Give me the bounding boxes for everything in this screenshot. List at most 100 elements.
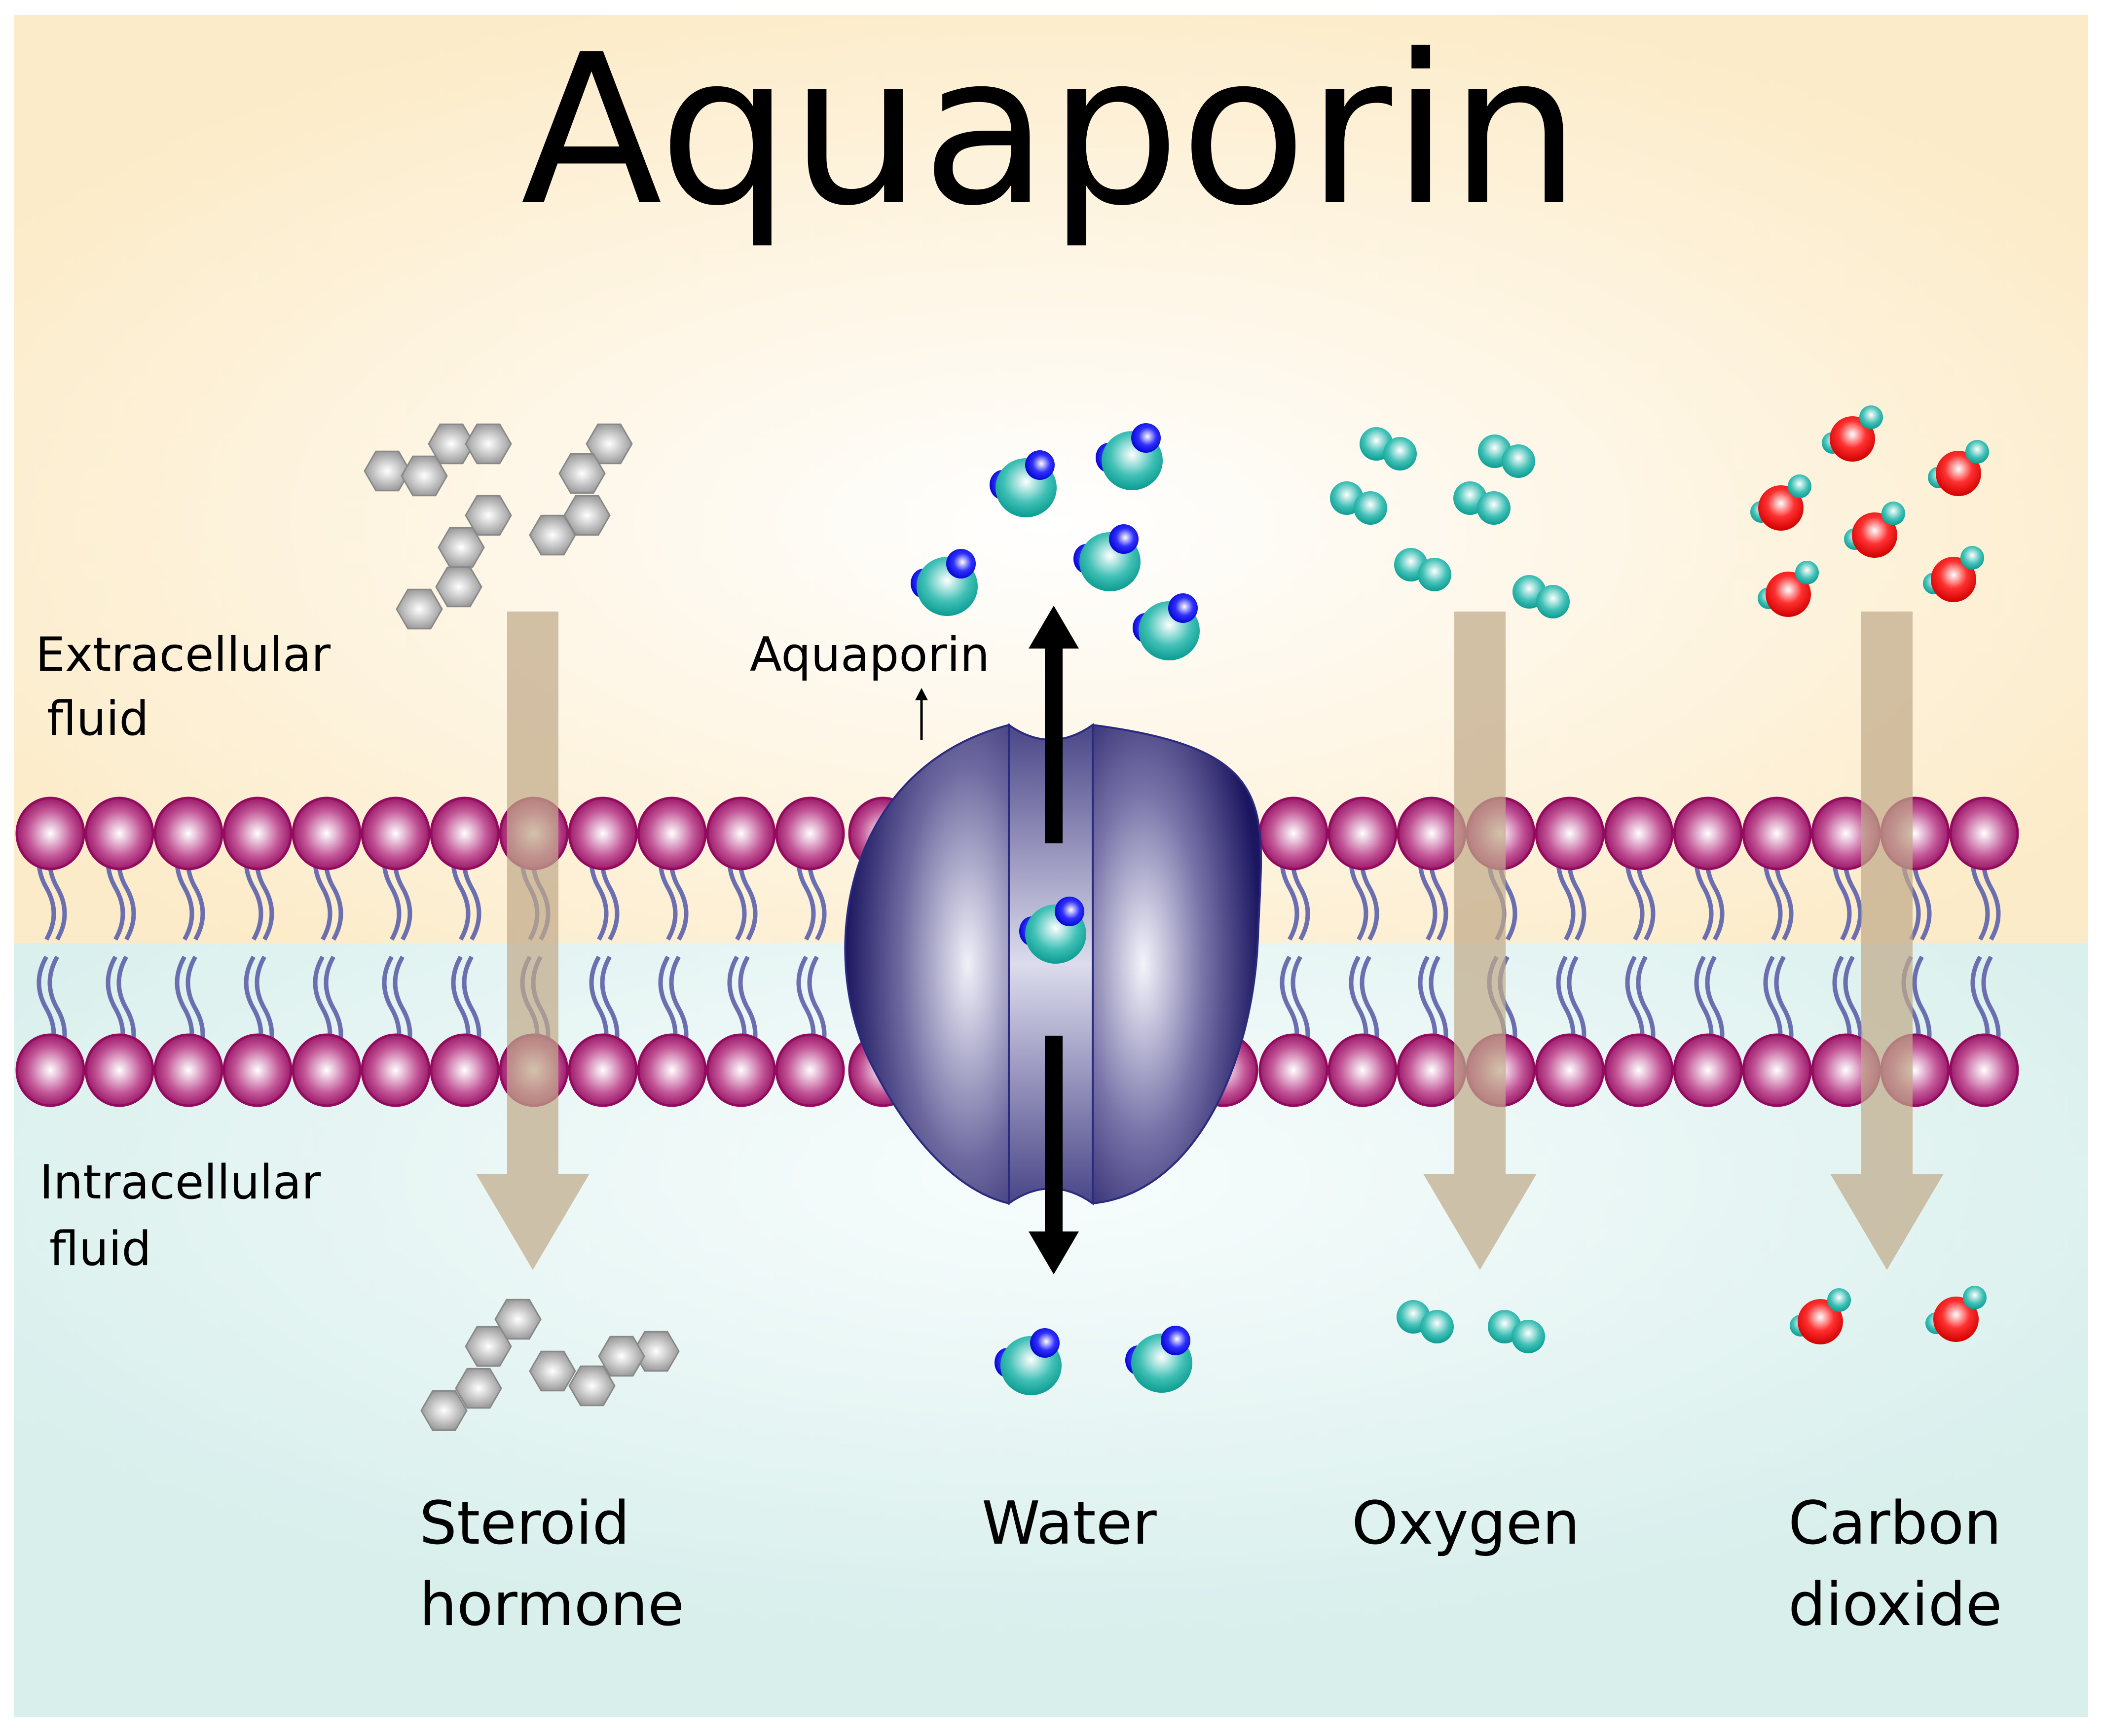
oxygen-atom: [1881, 502, 1905, 525]
steroid-ring: [438, 527, 485, 568]
co2-molecule: [1844, 502, 1905, 558]
oxygen-atom: [1965, 440, 1989, 464]
phospholipid-head-outer: [430, 796, 500, 870]
hydrogen-atom: [1109, 524, 1139, 554]
molecules: [364, 405, 1989, 1431]
steroid-molecule: [364, 423, 512, 497]
phospholipid-head-inner: [706, 1033, 776, 1107]
diffusion-arrow: [1830, 612, 1944, 1270]
steroid-ring: [396, 588, 443, 630]
oxygen-atom: [1963, 1286, 1987, 1309]
aquaporin-protein: [844, 723, 1262, 1205]
steroid-molecule: [529, 423, 633, 556]
phospholipid-head-inner: [1604, 1033, 1674, 1107]
steroid-ring: [494, 1299, 542, 1340]
water-molecule: [1133, 593, 1200, 660]
steroid-ring: [455, 1368, 502, 1409]
oxygen-atom: [1383, 437, 1417, 470]
co2-molecule: [1822, 405, 1883, 462]
phospholipid-head-outer: [706, 796, 776, 870]
carbon-atom: [1758, 485, 1804, 531]
protein-right-lobe: [1092, 723, 1262, 1205]
water-molecule: [995, 1328, 1062, 1395]
extracellular-label-line1: Extracellular: [36, 628, 331, 682]
water-transport-arrow-down: [1029, 1036, 1079, 1274]
phospholipid-head-outer: [568, 796, 638, 870]
oxygen-atom: [1795, 561, 1819, 584]
steroid-ring: [465, 1326, 512, 1367]
arrow-shaft: [507, 612, 558, 1174]
phospholipid-head-inner: [361, 1033, 431, 1107]
label-co2-line2: dioxide: [1788, 1571, 2002, 1639]
oxygen-molecule: [1360, 427, 1417, 470]
phospholipid-head-outer: [637, 796, 707, 870]
oxygen-atom: [1477, 491, 1511, 525]
phospholipid-head-inner: [1673, 1033, 1743, 1107]
arrow-head: [1423, 1174, 1537, 1270]
steroid-molecule: [529, 1331, 680, 1407]
steroid-ring: [558, 453, 606, 494]
phospholipid-head-outer: [1742, 796, 1812, 870]
phospholipid-head-inner: [222, 1033, 293, 1107]
phospholipid-head-outer: [361, 796, 431, 870]
phospholipid-head-inner: [84, 1033, 154, 1107]
diffusion-arrow: [1423, 612, 1537, 1270]
carbon-atom: [1798, 1299, 1843, 1344]
steroid-ring: [529, 1350, 576, 1392]
steroid-ring: [420, 1390, 468, 1431]
oxygen-atom: [1502, 444, 1535, 478]
phospholipid-head-inner: [775, 1033, 845, 1107]
co2-molecule: [1750, 474, 1811, 531]
oxygen-atom: [1827, 1288, 1851, 1312]
water-molecule: [1096, 423, 1163, 490]
hydrogen-atom: [1131, 423, 1161, 453]
oxygen-molecule: [1488, 1310, 1545, 1353]
water-molecule: [1125, 1326, 1192, 1393]
oxygen-atom: [1418, 558, 1451, 591]
carbon-atom: [1936, 451, 1981, 496]
co2-molecule: [1928, 440, 1989, 496]
phospholipid-head-inner: [1535, 1033, 1605, 1107]
arrow-shaft: [1454, 612, 1506, 1174]
phospholipid-head-inner: [1949, 1033, 2019, 1107]
extracellular-label-line2: fluid: [47, 692, 149, 746]
diffusion-arrow: [476, 612, 590, 1270]
protein-left-lobe: [844, 723, 1010, 1205]
steroid-ring: [428, 423, 475, 465]
steroid-ring: [598, 1336, 645, 1377]
co2-molecule: [1758, 561, 1819, 617]
label-steroid-line1: Steroid: [419, 1489, 630, 1558]
water-molecule: [911, 549, 978, 616]
steroid-ring: [586, 423, 633, 465]
phospholipid-head-outer: [292, 796, 362, 870]
phospholipid-head-inner: [637, 1033, 707, 1107]
water-molecule: [1073, 524, 1141, 591]
phospholipid-head-inner: [1328, 1033, 1398, 1107]
oxygen-molecule: [1478, 434, 1535, 478]
phospholipid-head-inner: [430, 1033, 500, 1107]
phospholipid-head-inner: [15, 1033, 85, 1107]
oxygen-atom: [1788, 474, 1811, 498]
hydrogen-atom: [1161, 1326, 1190, 1355]
oxygen-molecule: [1512, 575, 1570, 618]
co2-molecule: [1790, 1288, 1851, 1344]
oxygen-atom: [1354, 491, 1387, 525]
phospholipid-head-outer: [775, 796, 845, 870]
co2-molecule: [1925, 1286, 1987, 1342]
steroid-ring: [364, 450, 411, 492]
label-co2-line1: Carbon: [1788, 1489, 2001, 1558]
oxygen-atom: [1859, 405, 1883, 429]
steroid-ring: [568, 1365, 616, 1407]
carbon-atom: [1766, 572, 1811, 617]
steroid-molecule: [396, 495, 512, 630]
hydrogen-atom: [1055, 897, 1084, 926]
label-oxygen: Oxygen: [1352, 1489, 1580, 1558]
hydrogen-atom: [1025, 450, 1055, 480]
phospholipid-head-inner: [153, 1033, 223, 1107]
label-water: Water: [982, 1489, 1157, 1558]
diagram-title: Aquaporin: [520, 10, 1581, 252]
steroid-ring: [435, 566, 482, 608]
intracellular-label-line2: fluid: [49, 1222, 151, 1276]
phospholipid-head-outer: [1258, 796, 1328, 870]
steroid-ring: [465, 423, 512, 465]
